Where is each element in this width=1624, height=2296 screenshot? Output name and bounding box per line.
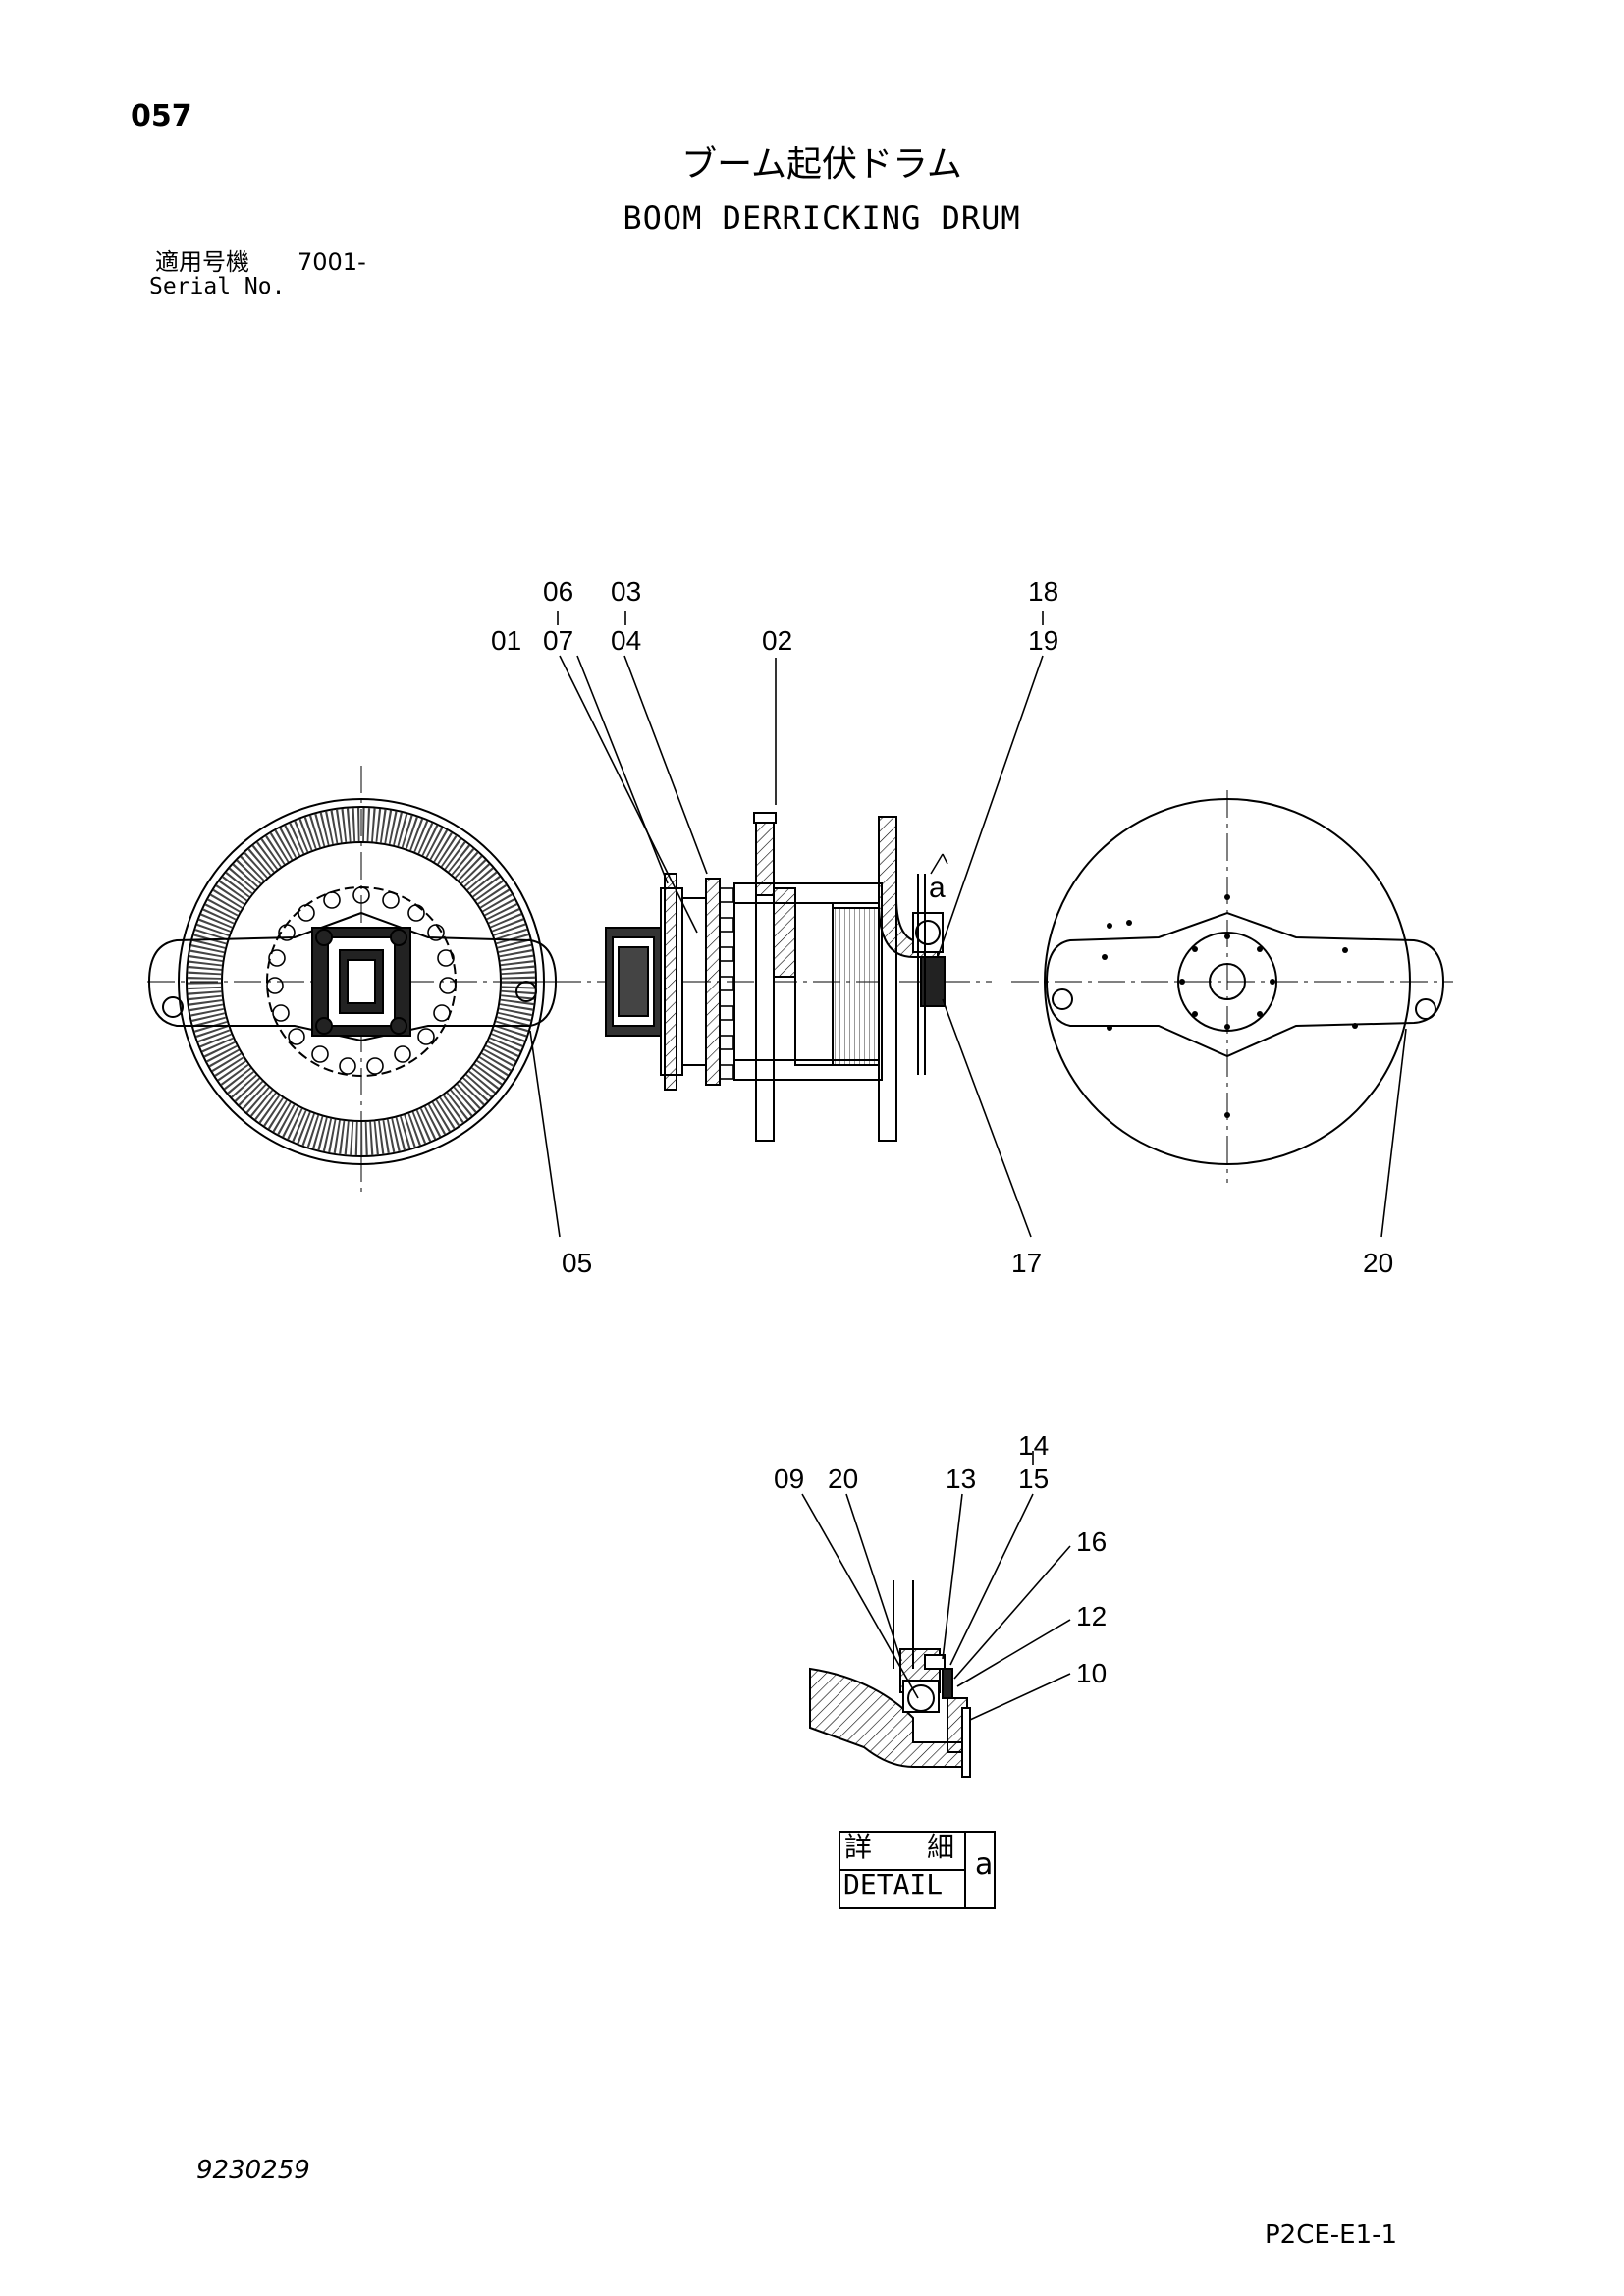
label-18: 18 — [1028, 576, 1058, 607]
center-view — [511, 812, 992, 1142]
label-07: 07 — [543, 625, 573, 656]
label-17: 17 — [1011, 1248, 1042, 1278]
detail-tag-english: DETAIL — [843, 1868, 944, 1900]
detail-label-12: 12 — [1076, 1601, 1107, 1631]
detail-label-20: 20 — [828, 1464, 858, 1494]
page-number: 057 — [131, 99, 192, 133]
label-20: 20 — [1363, 1248, 1393, 1278]
detail-labels: 14 09 20 13 15 16 12 10 — [774, 1430, 1107, 1688]
detail-label-13: 13 — [946, 1464, 976, 1494]
detail-label-09: 09 — [774, 1464, 804, 1494]
title-english: BOOM DERRICKING DRUM — [623, 199, 1021, 237]
figure-number: 9230259 — [196, 2156, 310, 2185]
right-view — [1011, 790, 1453, 1183]
detail-label-16: 16 — [1076, 1526, 1107, 1557]
label-19: 19 — [1028, 625, 1058, 656]
label-04: 04 — [611, 625, 641, 656]
label-02: 02 — [762, 625, 792, 656]
detail-label-15: 15 — [1018, 1464, 1049, 1494]
label-05: 05 — [562, 1248, 592, 1278]
leader-lines — [529, 611, 1407, 1238]
detail-tag-japanese: 詳 細 — [844, 1831, 969, 1863]
detail-label-10: 10 — [1076, 1658, 1107, 1688]
title-japanese: ブーム起伏ドラム — [681, 144, 962, 185]
serial-label-english: Serial No. — [149, 274, 286, 299]
sheet-code: P2CE-E1-1 — [1265, 2220, 1398, 2250]
detail-a-view — [801, 1451, 1071, 1778]
detail-label-14: 14 — [1018, 1430, 1049, 1461]
bolt-circle — [266, 886, 457, 1075]
label-06: 06 — [543, 576, 573, 607]
detail-tag-letter: a — [975, 1847, 994, 1882]
serial-value: 7001- — [298, 248, 366, 276]
view-marker-a: a — [929, 872, 946, 904]
label-03: 03 — [611, 576, 641, 607]
main-labels: 06 03 01 07 04 02 18 19 05 17 20 a — [491, 576, 1393, 1278]
label-01: 01 — [491, 625, 521, 656]
serial-label-japanese: 適用号機 — [155, 248, 249, 276]
